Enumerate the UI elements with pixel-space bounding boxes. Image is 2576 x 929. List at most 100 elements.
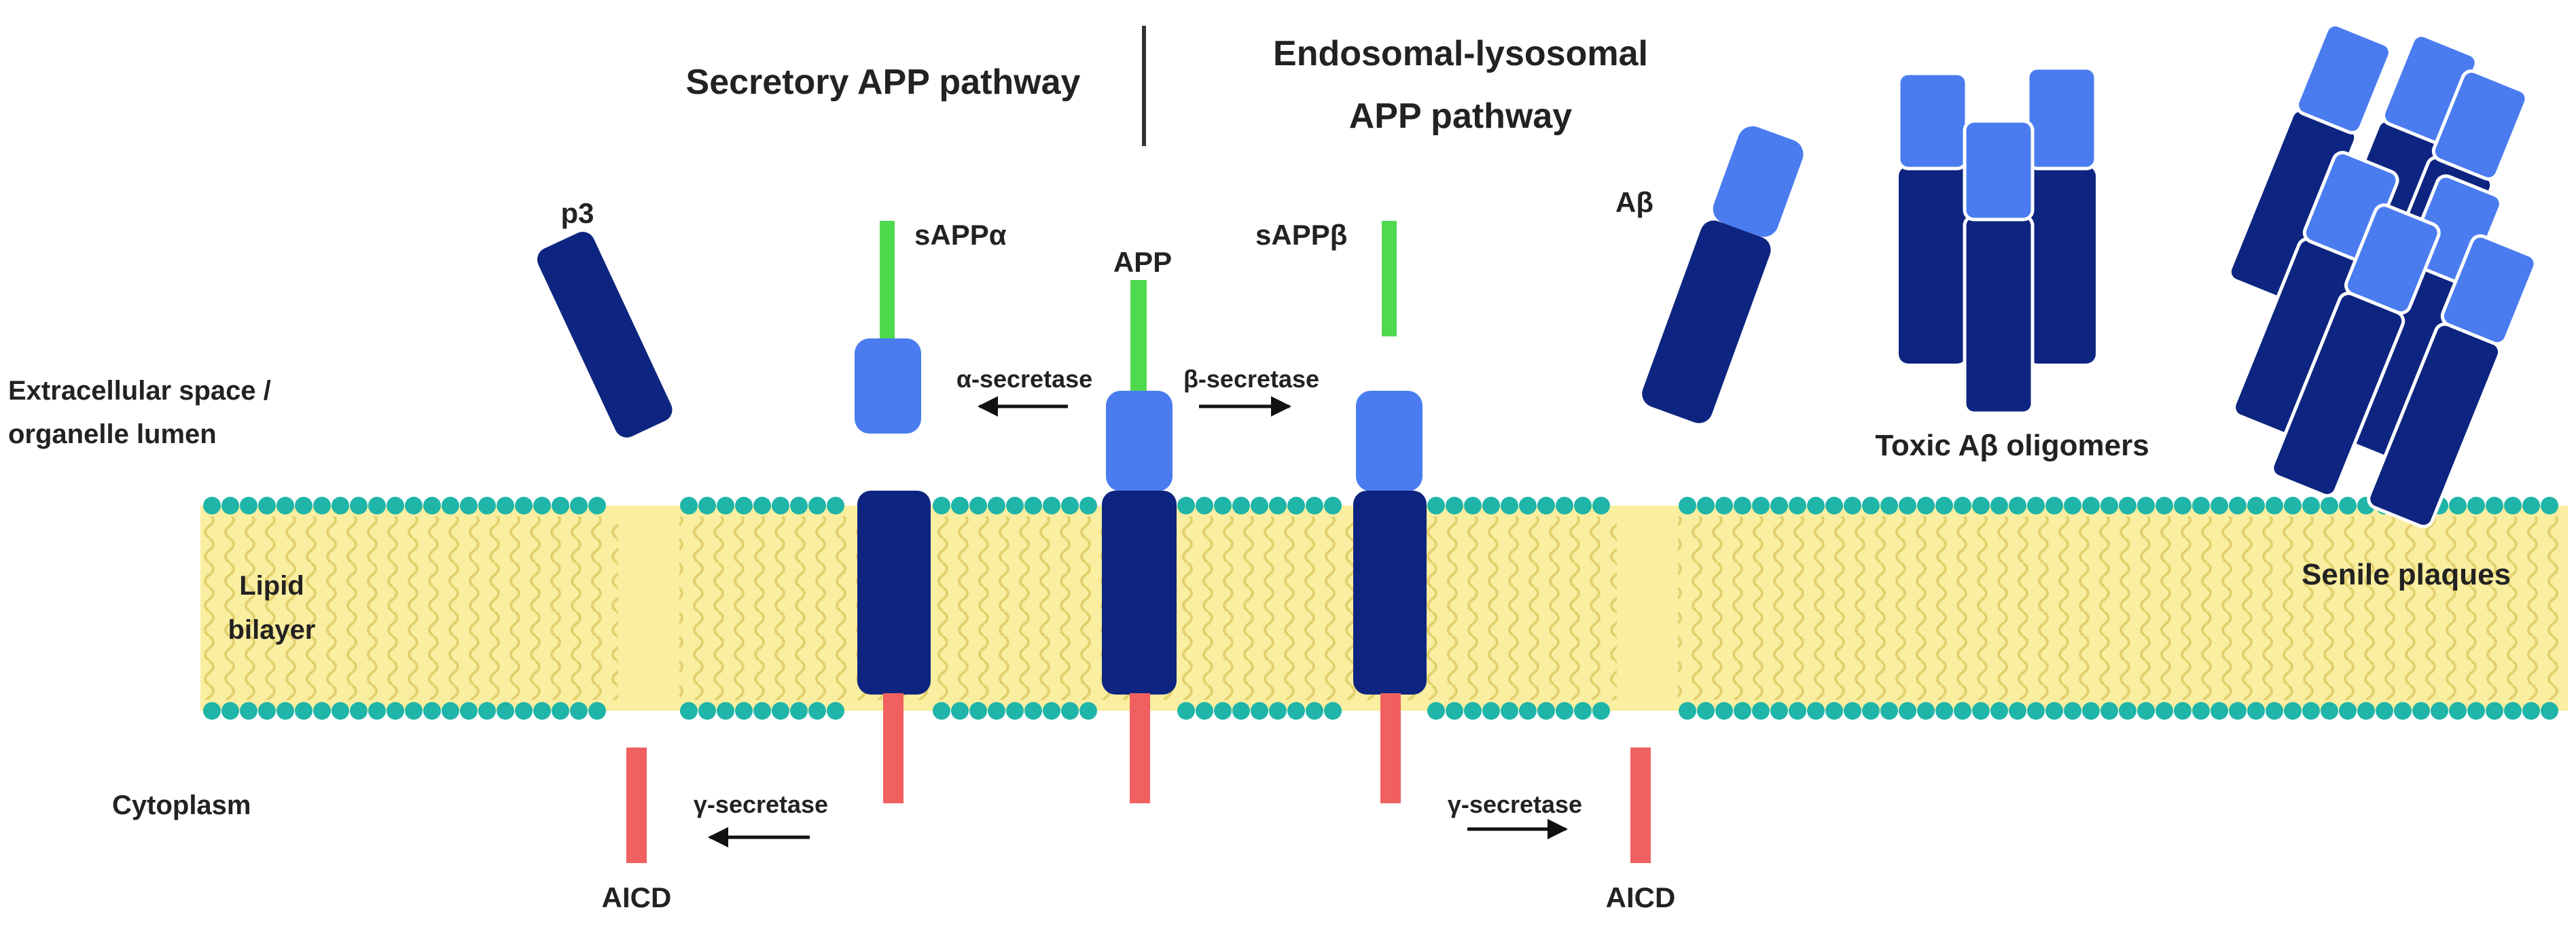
lipid-head <box>2229 702 2247 720</box>
lipid-head <box>1427 702 1445 720</box>
label-sappb: sAPPβ <box>1255 219 1347 251</box>
oligomer-dark-domain <box>2028 166 2096 364</box>
lipid-head <box>2321 702 2338 720</box>
lipid-head <box>2064 497 2081 514</box>
lipid-head <box>2486 702 2503 720</box>
lipid-head <box>717 497 734 514</box>
lipid-head <box>515 702 533 720</box>
lipid-head <box>570 702 588 720</box>
lipid-head <box>1789 702 1806 720</box>
lipid-head <box>1269 497 1287 514</box>
lipid-head <box>1935 497 1953 514</box>
label-abeta: Aβ <box>1615 186 1653 218</box>
label-extracellular-line2: organelle lumen <box>8 419 217 449</box>
membrane-wave-texture <box>1678 516 2568 700</box>
lipid-head <box>698 497 716 514</box>
lipid-head <box>1556 702 1573 720</box>
lipid-head <box>933 702 950 720</box>
lipid-head <box>2192 702 2210 720</box>
senile-plaques <box>2228 22 2537 529</box>
lipid-head <box>1079 497 1097 514</box>
label-extracellular-line1: Extracellular space / <box>8 376 271 406</box>
lipid-head <box>368 497 386 514</box>
lipid-head <box>1789 497 1806 514</box>
lipid-head <box>1177 702 1195 720</box>
lipid-head <box>735 497 753 514</box>
lipid-head <box>387 702 404 720</box>
membrane-wave-texture <box>200 516 618 700</box>
aicd-right-fragment <box>1630 748 1651 863</box>
oligomer-light-domain <box>2026 66 2098 171</box>
lipid-head <box>2027 497 2045 514</box>
lipid-head <box>2302 702 2320 720</box>
sappa-green-stalk <box>880 221 895 340</box>
lipid-head <box>1324 702 1342 720</box>
lipid-head <box>405 702 423 720</box>
lipid-head <box>1592 497 1610 514</box>
lipid-head <box>933 497 950 514</box>
lipid-head <box>2155 702 2173 720</box>
lipid-head <box>460 497 478 514</box>
beta-ctf-cytoplasmic-tail <box>1380 693 1401 803</box>
lipid-head <box>2449 497 2467 514</box>
lipid-head <box>1446 497 1463 514</box>
lipid-head <box>2504 702 2522 720</box>
lipid-head <box>387 497 404 514</box>
lipid-head <box>1844 702 1861 720</box>
lipid-head <box>1752 702 1770 720</box>
label-senile-plaques: Senile plaques <box>2302 558 2511 591</box>
plaque-fibril <box>2270 203 2441 497</box>
lipid-head <box>533 702 551 720</box>
lipid-head <box>1899 497 1916 514</box>
lipid-head <box>680 702 698 720</box>
lipid-head <box>2357 702 2375 720</box>
lipid-head <box>1574 497 1592 514</box>
lipid-head <box>442 702 459 720</box>
lipid-head <box>2339 497 2357 514</box>
lipid-head <box>1061 497 1079 514</box>
lipid-head <box>1043 702 1060 720</box>
lipid-head <box>1844 497 1861 514</box>
lipid-head <box>423 702 441 720</box>
lipid-head <box>1770 702 1788 720</box>
lipid-head <box>1251 702 1268 720</box>
lipid-head <box>1825 497 1843 514</box>
lipid-head <box>1024 702 1042 720</box>
plaque-fibril <box>2367 234 2537 529</box>
lipid-head <box>2302 497 2320 514</box>
lipid-head <box>2247 702 2265 720</box>
plaque-light-domain <box>2344 203 2441 315</box>
abeta-monomer <box>1642 126 1804 423</box>
lipid-head <box>1880 702 1898 720</box>
lipid-head <box>2266 497 2283 514</box>
lipid-head <box>1214 702 1232 720</box>
app-cytoplasmic-tail <box>1130 693 1150 803</box>
lipid-head <box>221 702 239 720</box>
lipid-head <box>1537 497 1555 514</box>
lipid-head <box>2339 702 2357 720</box>
lipid-head <box>1972 497 1990 514</box>
lipid-head <box>2229 497 2247 514</box>
heading-secretory-pathway: Secretory APP pathway <box>686 63 1081 102</box>
lipid-head <box>1935 702 1953 720</box>
heading-endosomal-line2: APP pathway <box>1349 97 1573 136</box>
lipid-head <box>2174 497 2192 514</box>
lipid-head <box>951 702 969 720</box>
lipid-head <box>698 702 716 720</box>
lipid-head <box>1061 702 1079 720</box>
lipid-head <box>1807 497 1825 514</box>
label-cytoplasm: Cytoplasm <box>112 790 251 820</box>
lipid-head <box>2009 702 2026 720</box>
lipid-head <box>1006 497 1024 514</box>
lipid-head <box>1464 497 1482 514</box>
lipid-head <box>368 702 386 720</box>
lipid-head <box>1679 702 1696 720</box>
plaque-fibril <box>2228 22 2392 302</box>
lipid-head <box>1697 702 1715 720</box>
lipid-head <box>2522 497 2540 514</box>
lipid-head <box>969 497 987 514</box>
lipid-head <box>1482 497 1500 514</box>
lipid-head <box>2211 497 2228 514</box>
label-aicd-left: AICD <box>602 881 672 913</box>
